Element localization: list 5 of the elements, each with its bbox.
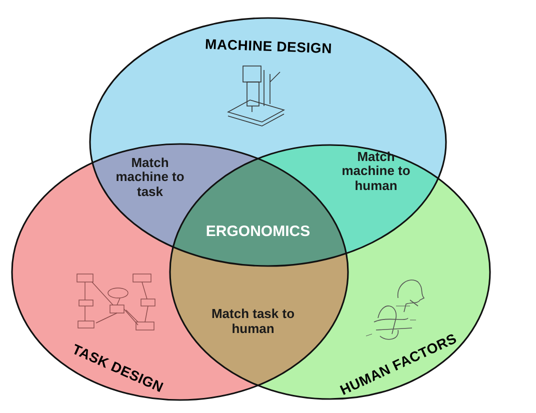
overlap-label: Match machine to task [114,156,186,200]
center-label: ERGONOMICS [204,222,312,240]
overlap-label: Match task to human [210,307,296,337]
circle-title: MACHINE DESIGN [204,36,332,56]
overlap-label: Match machine to human [340,150,412,194]
